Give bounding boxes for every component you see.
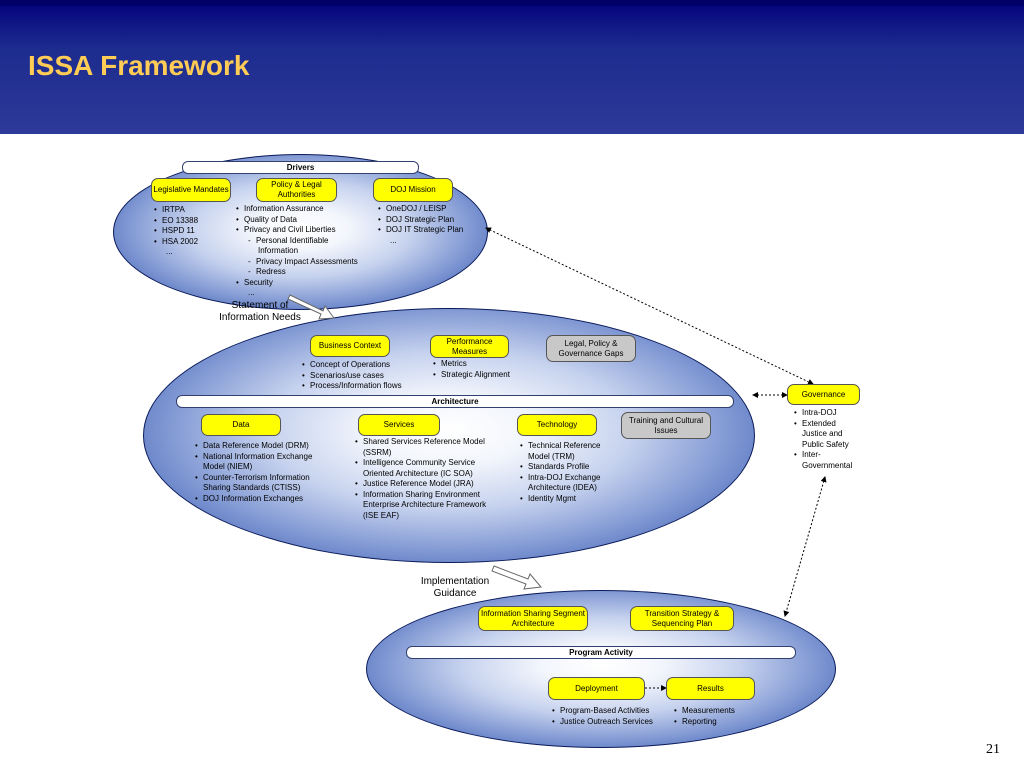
governance-program-link [783,476,827,617]
performance-list: Metrics Strategic Alignment [433,359,510,380]
list-item: DOJ IT Strategic Plan [378,225,463,236]
policy-list: Information Assurance Quality of Data Pr… [236,204,358,299]
list-item-cont: Justice and [802,429,843,438]
legislative-mandates-box: Legislative Mandates [151,178,231,202]
list-item: Identity Mgmt [520,494,600,505]
info-sharing-box: Information Sharing Segment Architecture [478,606,588,631]
list-item: Data Reference Model (DRM) [195,441,312,452]
training-cultural-box: Training and Cultural Issues [621,412,711,439]
list-ellipsis: ... [248,288,255,297]
list-item-cont: Governmental [802,460,853,470]
list-item: OneDOJ / LEISP [378,204,463,215]
list-item: Counter-Terrorism Information [195,473,312,484]
list-item: DOJ Information Exchanges [195,494,312,505]
drivers-bar: Drivers [182,161,419,174]
technology-box: Technology [517,414,597,436]
list-item: Security [236,278,358,289]
performance-measures-box: Performance Measures [430,335,509,358]
header-top-line [0,0,1024,6]
list-item: National Information Exchange [195,452,312,463]
list-subitem: Redress [236,267,358,278]
list-item-cont: Sharing Standards (CTISS) [203,483,301,492]
list-item-cont: Oriented Architecture (IC SOA) [363,468,473,478]
list-item: Justice Outreach Services [552,717,653,728]
list-item: Justice Reference Model (JRA) [355,479,486,490]
transition-strategy-box: Transition Strategy & Sequencing Plan [630,606,734,631]
policy-legal-box: Policy & Legal Authorities [256,178,337,202]
legal-policy-gaps-box: Legal, Policy & Governance Gaps [546,335,636,362]
governance-box: Governance [787,384,860,405]
list-item: Privacy and Civil Liberties [236,225,358,236]
list-item: EO 13388 [154,216,198,227]
list-subitem-cont: Information [258,246,299,255]
program-activity-bar: Program Activity [406,646,796,659]
list-item: IRTPA [154,205,198,216]
deployment-list: Program-Based Activities Justice Outreac… [552,706,653,727]
list-item: Measurements [674,706,735,717]
list-subitem: Privacy Impact Assessments [236,257,358,268]
list-item: Standards Profile [520,462,600,473]
list-item: Information Sharing Environment [355,490,486,501]
doj-mission-box: DOJ Mission [373,178,453,202]
list-item-cont: (SSRM) [363,447,392,457]
services-box: Services [358,414,440,436]
list-item-cont: Architecture (IDEA) [528,483,597,492]
list-item: Inter- [794,450,852,461]
list-item-cont: (ISE EAF) [363,510,400,520]
page-number: 21 [986,742,1000,757]
list-item: Scenarios/use cases [302,371,402,382]
list-item: Technical Reference [520,441,600,452]
list-subitem: Personal Identifiable [236,236,358,247]
results-list: Measurements Reporting [674,706,735,727]
data-list: Data Reference Model (DRM) National Info… [195,441,312,504]
list-item-cont: Public Safety [802,439,849,449]
list-ellipsis: ... [390,235,397,245]
slide-header [0,0,1024,134]
business-context-box: Business Context [310,335,390,357]
list-item: Metrics [433,359,510,370]
list-item: Strategic Alignment [433,370,510,381]
results-box: Results [666,677,755,700]
list-item-cont: Enterprise Architecture Framework [363,500,487,509]
list-item: HSPD 11 [154,226,198,237]
technology-list: Technical Reference Model (TRM) Standard… [520,441,600,504]
legislative-list: IRTPA EO 13388 HSPD 11 HSA 2002 ... [154,205,198,258]
slide-title: ISSA Framework [28,50,250,81]
deployment-box: Deployment [548,677,645,700]
list-item: Shared Services Reference Model [355,437,486,448]
list-item: Concept of Operations [302,360,402,371]
architecture-bar: Architecture [176,395,734,408]
data-box: Data [201,414,281,436]
doj-mission-list: OneDOJ / LEISP DOJ Strategic Plan DOJ IT… [378,204,463,246]
list-item: Reporting [674,717,735,728]
statement-label: Statement of Information Needs [219,300,301,323]
list-item: Information Assurance [236,204,358,215]
list-item: Intra-DOJ [794,408,852,419]
list-item: Process/Information flows [302,381,402,392]
list-item: HSA 2002 [154,237,198,248]
list-item: Intra-DOJ Exchange [520,473,600,484]
list-item-cont: Model (NIEM) [203,462,253,471]
governance-list: Intra-DOJ Extended Justice and Public Sa… [794,408,852,471]
list-item: DOJ Strategic Plan [378,215,463,226]
list-item: Intelligence Community Service [355,458,486,469]
list-item: Program-Based Activities [552,706,653,717]
list-item: Extended [794,419,852,430]
services-list: Shared Services Reference Model (SSRM) I… [355,437,486,521]
business-context-list: Concept of Operations Scenarios/use case… [302,360,402,392]
list-item-cont: Model (TRM) [528,451,575,461]
list-item: Quality of Data [236,215,358,226]
implementation-label: Implementation Guidance [420,576,490,599]
list-ellipsis: ... [166,247,173,256]
